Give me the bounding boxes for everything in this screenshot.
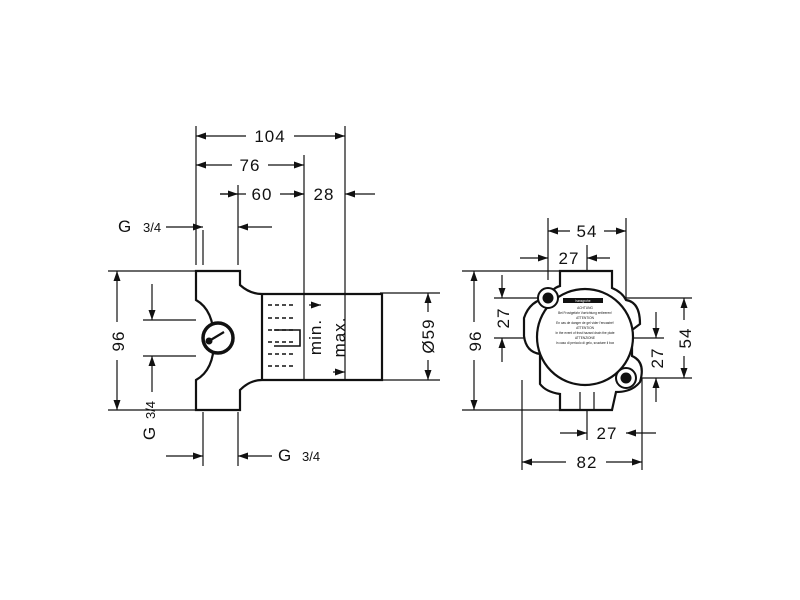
front-view: 54 27 96 27 54 27 27 [462, 218, 696, 472]
dim-label-27-top: 27 [559, 249, 580, 268]
dim-label-bg [416, 312, 440, 360]
dim-label-28: 28 [314, 185, 335, 204]
label-max: max. [330, 317, 349, 358]
dim-label-104: 104 [254, 127, 285, 146]
dim-label-96-side: 96 [109, 331, 128, 352]
dim-label-dia: Ø59 [419, 318, 438, 353]
dim-label-bg [106, 322, 128, 360]
dim-label-96-front: 96 [466, 331, 485, 352]
dim-label-54-top: 54 [577, 222, 598, 241]
dim-label-bg [232, 155, 268, 175]
dim-label-bg [570, 221, 604, 241]
dim-label-76: 76 [240, 156, 261, 175]
warning-line: In caso di pericolo di gelo, svuotare il… [556, 341, 615, 345]
dim-label-bg [566, 452, 606, 472]
outlet-ring [201, 321, 235, 355]
dim-label-27-left: 27 [494, 308, 513, 329]
dim-label-27-bottom: 27 [597, 424, 618, 443]
dim-label-bg [246, 184, 280, 204]
outlet-handle [208, 331, 225, 342]
label-min: min. [306, 319, 325, 355]
thread-label-top: G [118, 217, 132, 236]
warning-line: In the event of frost hazard drain the p… [555, 331, 614, 335]
thread-label-bottom: G [278, 446, 292, 465]
thread-label-left: G [140, 426, 159, 440]
dim-label-27-right: 27 [648, 348, 667, 369]
thread-size-bottom: 3/4 [302, 449, 320, 464]
brand-label-bar [563, 298, 603, 303]
warning-line: ACHTUNG [577, 306, 593, 310]
screw-top-left [542, 292, 554, 304]
body-stem-detail [274, 329, 301, 347]
warning-line: Bei Frostgefahr Vorrichtung entleeren! [558, 311, 612, 315]
warning-line: ATTENTION [576, 326, 595, 330]
brand-label: hansgrohe [575, 299, 590, 303]
bottom-outlet [579, 392, 595, 410]
dim-label-60: 60 [252, 185, 273, 204]
dim-label-bg [463, 322, 485, 360]
warning-line: ATTENZIONE [575, 336, 595, 340]
dim-label-bg [246, 126, 294, 146]
dim-label-bg [672, 320, 696, 356]
dim-label-54-right: 54 [676, 328, 695, 349]
screw-bottom-right [620, 372, 632, 384]
thread-size-left: 3/4 [143, 401, 158, 419]
warning-line: ATTENTION [576, 316, 595, 320]
warning-line: En cas de danger de gel vider l'encastré… [556, 321, 614, 325]
central-circle [535, 287, 635, 387]
thread-size-top: 3/4 [143, 220, 161, 235]
dim-label-82: 82 [577, 453, 598, 472]
side-view: 104 76 60 28 G 3/4 96 3/4 G [106, 126, 440, 466]
warning-text-block: ACHTUNG Bei Frostgefahr Vorrichtung entl… [555, 306, 614, 345]
